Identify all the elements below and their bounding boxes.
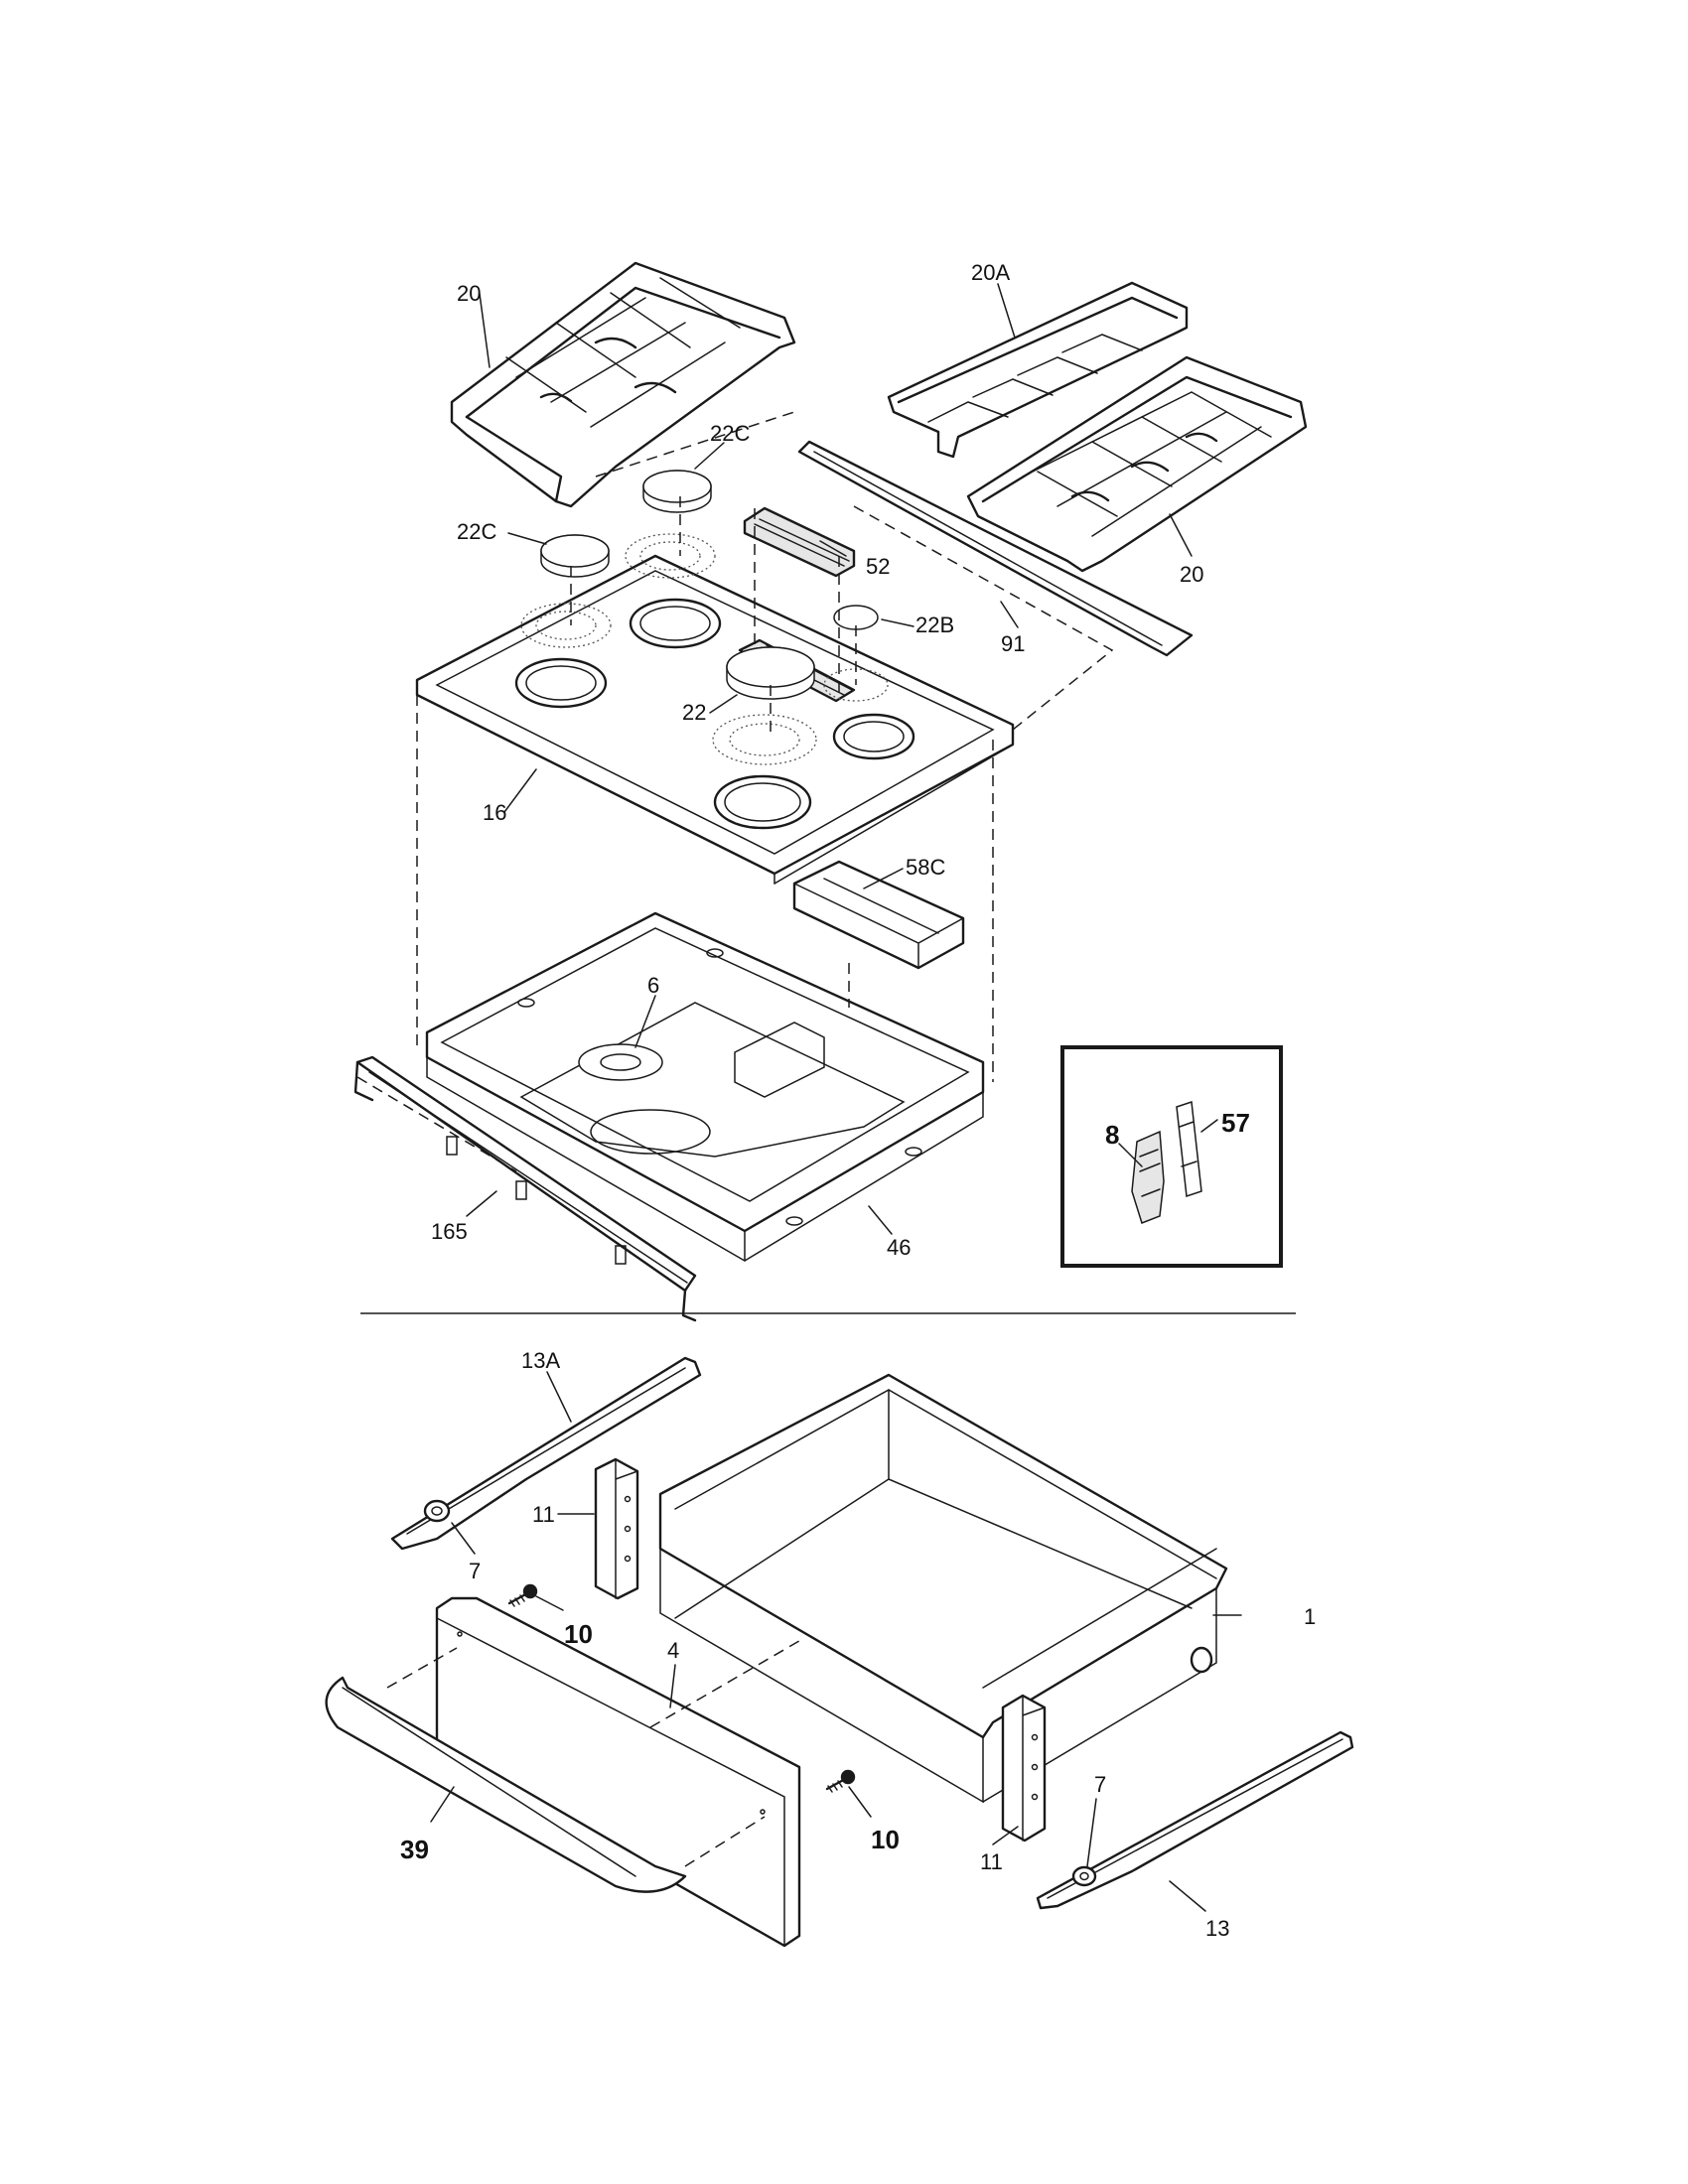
callout-labels: 20 20A 20 22C 22C 52 22B 91 22 16 58C 6 … [400,260,1316,1941]
vent-trim [743,506,856,578]
callout-bracket-left: 11 [532,1502,555,1527]
cooktop [415,554,1015,885]
box-58c [792,860,965,970]
assembly-lines-top [356,411,1114,1172]
burner-box [425,911,985,1262]
bracket-right [1001,1694,1047,1843]
callout-rail-right: 13 [1205,1916,1229,1941]
callout-grate-left: 20 [457,281,481,306]
drawer-body [658,1373,1228,1804]
callout-grate-right: 20 [1180,562,1203,587]
callout-handle: 39 [400,1835,429,1864]
callout-cap-top: 22C [710,421,750,446]
callout-roller-right: 7 [1094,1772,1106,1797]
callout-rear-trim: 91 [1001,631,1025,656]
leader-lines [430,283,1242,1912]
rail-right [1036,1730,1354,1910]
callout-cap-small: 22B [915,613,954,637]
callout-inset-part-a: 8 [1105,1120,1119,1150]
callout-screw-right: 10 [871,1825,900,1854]
callout-cap-large: 22 [682,700,706,725]
screws [507,1583,856,1793]
assembly-lines-bottom [386,1637,805,1867]
callout-grate-center: 20A [971,260,1010,285]
callout-heat-shield: 6 [647,973,659,998]
callout-rail-left: 13A [521,1348,560,1373]
callout-cooktop: 16 [483,800,506,825]
callout-cap-left: 22C [457,519,496,544]
callout-drawer-body: 1 [1304,1604,1316,1629]
callout-drawer-front: 4 [667,1638,679,1663]
callout-screw-left: 10 [564,1619,593,1649]
drawer-handle [325,1676,687,1893]
callout-roller-left: 7 [469,1559,481,1583]
burner-caps [520,470,889,765]
callout-burner-box: 46 [887,1235,911,1260]
grate-center [887,281,1189,459]
bracket-left [594,1457,639,1600]
grate-left [450,261,796,508]
inset-box [1060,1045,1283,1268]
manifold-panel [353,1055,697,1322]
rail-left [390,1356,702,1551]
callout-vent-trim: 52 [866,554,890,579]
callout-box: 58C [906,855,945,880]
callout-manifold-panel: 165 [431,1219,468,1244]
callout-inset-part-b: 57 [1221,1108,1250,1138]
rear-trim [797,440,1194,657]
grate-right [966,355,1308,573]
callout-bracket-right: 11 [980,1849,1003,1874]
